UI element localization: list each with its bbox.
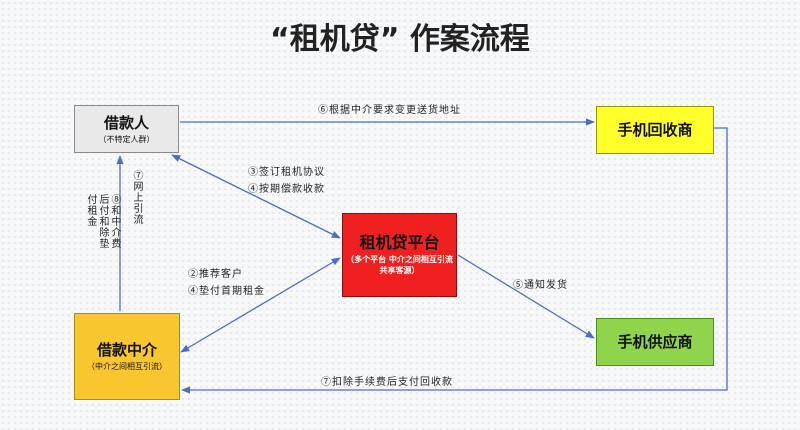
edge-label-2: ②推荐客户 xyxy=(188,269,243,280)
arrow-recycler-to-agent xyxy=(181,127,728,394)
phone-supplier-node: 手机供应商 xyxy=(596,318,714,366)
edge-label-5: ⑤通知发货 xyxy=(513,280,568,291)
phone-supplier-name: 手机供应商 xyxy=(617,333,693,351)
borrower-node: 借款人 （不特定人群） xyxy=(74,105,179,153)
edge-label-7-up: ⑦网上引流 xyxy=(131,170,142,225)
borrower-sub: （不特定人群） xyxy=(98,134,155,144)
edge-label-8: ⑧和中介费后付和除垫付租金 xyxy=(85,194,120,249)
borrower-name: 借款人 xyxy=(103,113,149,132)
loan-agent-sub: （中介之间相互引流） xyxy=(87,362,167,371)
edge-label-4a: ④垫付首期租金 xyxy=(188,286,265,297)
loan-agent-name: 借款中介 xyxy=(96,341,157,359)
platform-sub: （多个平台 中介之间相互引流 共享客源） xyxy=(346,255,453,275)
edge-label-7: ⑦扣除手续费后支付回收款 xyxy=(321,377,453,388)
edge-label-3: ③签订租机协议 xyxy=(248,167,325,178)
platform-node: 租机贷平台 （多个平台 中介之间相互引流 共享客源） xyxy=(342,213,457,297)
arrow-agent-platform xyxy=(180,257,341,353)
arrow-borrower-platform xyxy=(171,154,341,239)
edge-label-6: ⑥根据中介要求变更送货地址 xyxy=(318,105,461,116)
edge-label-4b: ④按期偿款收款 xyxy=(248,184,325,195)
phone-recycler-node: 手机回收商 xyxy=(596,106,714,154)
platform-name: 租机贷平台 xyxy=(359,233,440,252)
diagram-title: “租机贷” 作案流程 xyxy=(270,22,530,57)
loan-agent-node: 借款中介 （中介之间相互引流） xyxy=(74,313,180,400)
arrow-platform-to-supplier xyxy=(457,254,595,339)
phone-recycler-name: 手机回收商 xyxy=(617,121,693,139)
